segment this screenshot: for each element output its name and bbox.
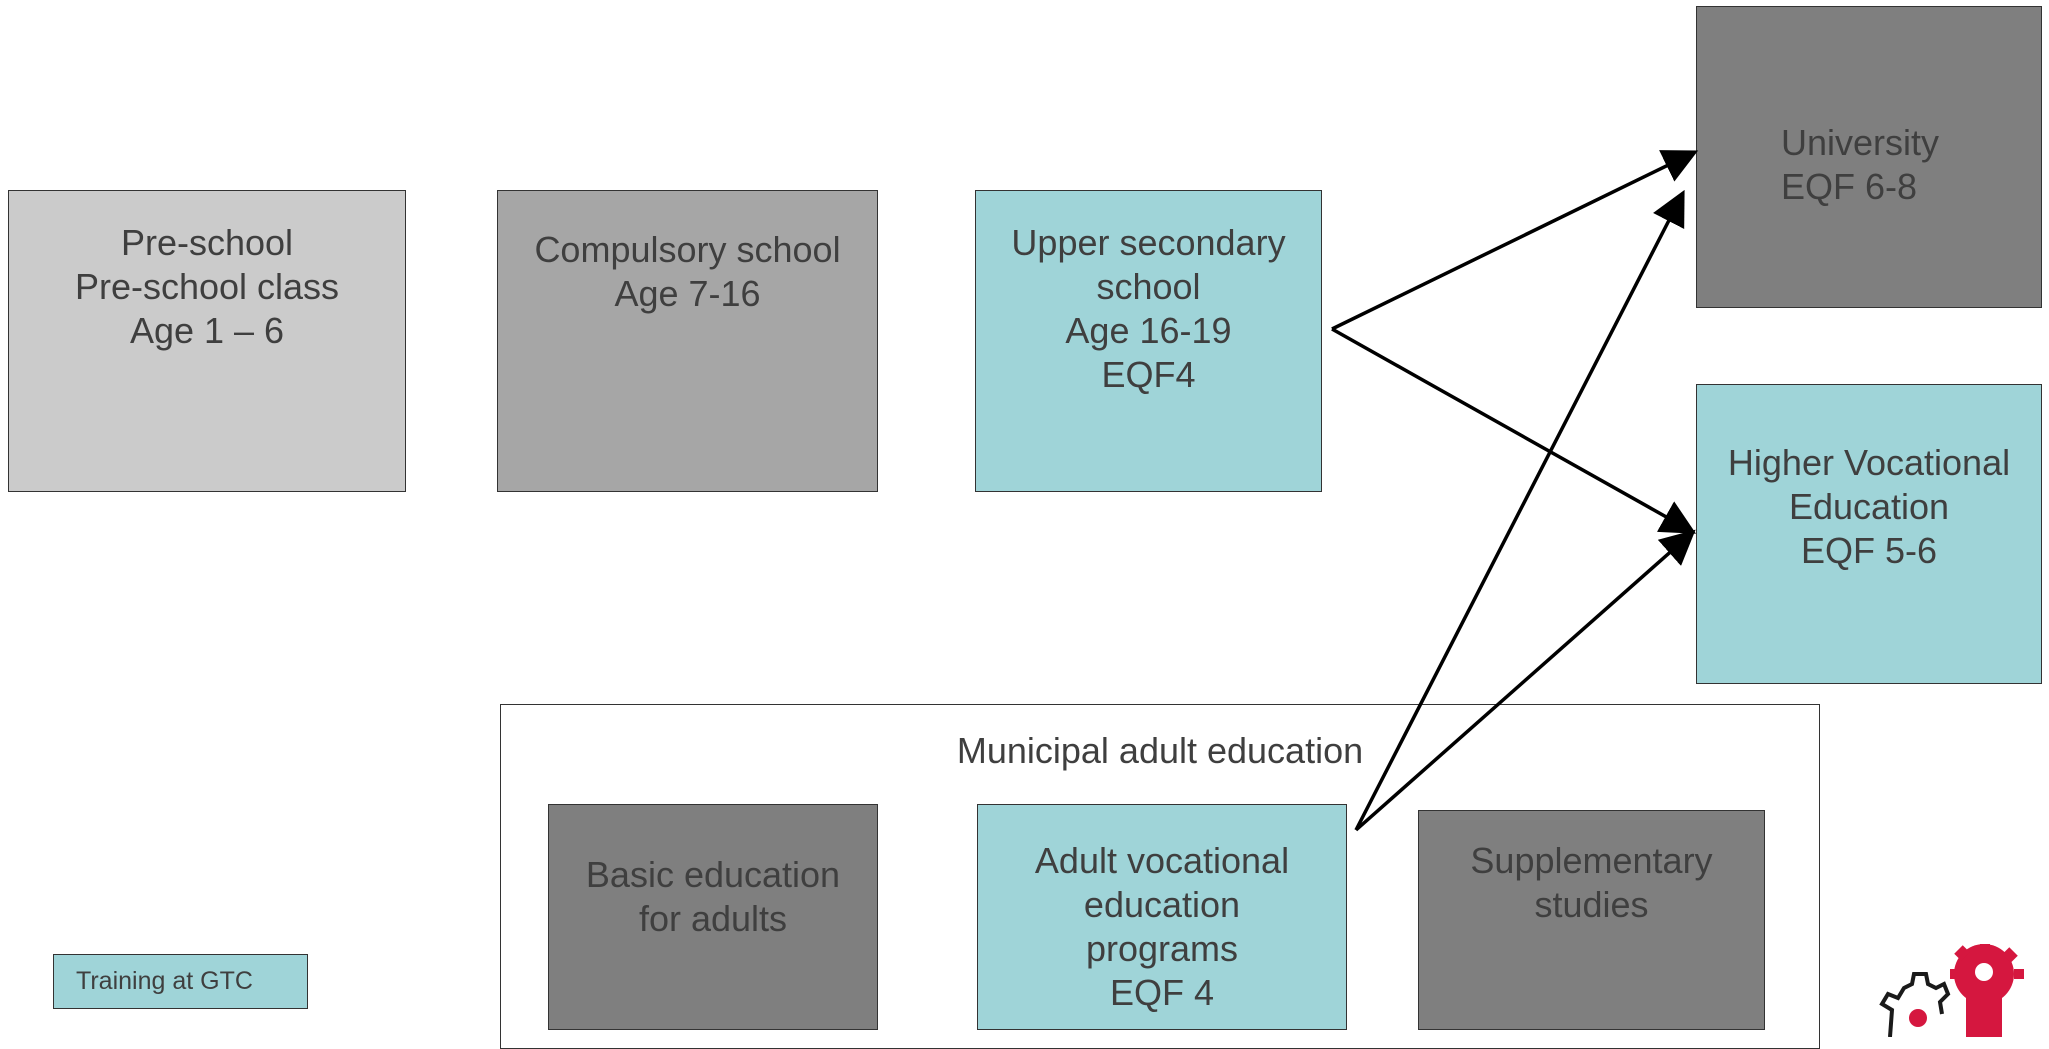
supplementary-line-1: Supplementary: [1470, 840, 1713, 881]
basic-adult-line-1: Basic education: [585, 854, 841, 895]
adult-vocational-line-4: EQF 4: [1109, 972, 1215, 1013]
upper-secondary-line-2: school: [1096, 266, 1201, 307]
supplementary-line-2: studies: [1534, 884, 1649, 925]
higher-vocational-line-3: EQF 5-6: [1800, 530, 1938, 571]
higher-vocational-box: Higher Vocational Education EQF 5-6: [1696, 384, 2042, 684]
preschool-box: Pre-school Pre-school class Age 1 – 6: [8, 190, 406, 492]
compulsory-line-1: Compulsory school: [534, 229, 841, 270]
higher-vocational-line-1: Higher Vocational: [1727, 442, 2011, 483]
arrow-adult-vocational-to-university: [1354, 189, 1685, 831]
legend-label: Training at GTC: [76, 967, 253, 995]
upper-secondary-line-3: Age 16-19: [1065, 310, 1232, 351]
preschool-line-1: Pre-school: [120, 222, 294, 263]
adult-vocational-line-2: education: [1083, 884, 1241, 925]
upper-secondary-line-4: EQF4: [1101, 354, 1196, 395]
compulsory-line-2: Age 7-16: [614, 273, 761, 314]
upper-secondary-box: Upper secondary school Age 16-19 EQF4: [975, 190, 1322, 492]
preschool-line-2: Pre-school class: [74, 266, 340, 307]
adult-vocational-line-1: Adult vocational: [1034, 840, 1290, 881]
basic-adult-education-box: Basic education for adults: [548, 804, 878, 1030]
university-box: University EQF 6-8: [1696, 6, 2042, 308]
university-line-1: University: [1781, 122, 1940, 163]
arrow-upper-secondary-to-university: [1331, 150, 1699, 331]
municipal-adult-education-title: Municipal adult education: [956, 730, 1364, 771]
supplementary-studies-box: Supplementary studies: [1418, 810, 1765, 1030]
upper-secondary-line-1: Upper secondary: [1011, 222, 1286, 263]
gear-person-logo-icon: [1879, 944, 2024, 1037]
basic-adult-line-2: for adults: [638, 898, 788, 939]
arrow-adult-vocational-to-higher-vocational: [1354, 529, 1696, 832]
university-line-2: EQF 6-8: [1781, 166, 1918, 207]
adult-vocational-box: Adult vocational education programs EQF …: [977, 804, 1347, 1030]
adult-vocational-line-3: programs: [1085, 928, 1239, 969]
legend-training-at-gtc: Training at GTC: [53, 954, 308, 1009]
higher-vocational-line-2: Education: [1788, 486, 1950, 527]
preschool-line-3: Age 1 – 6: [129, 310, 285, 351]
compulsory-school-box: Compulsory school Age 7-16: [497, 190, 878, 492]
arrow-upper-secondary-to-higher-vocational: [1331, 327, 1697, 534]
